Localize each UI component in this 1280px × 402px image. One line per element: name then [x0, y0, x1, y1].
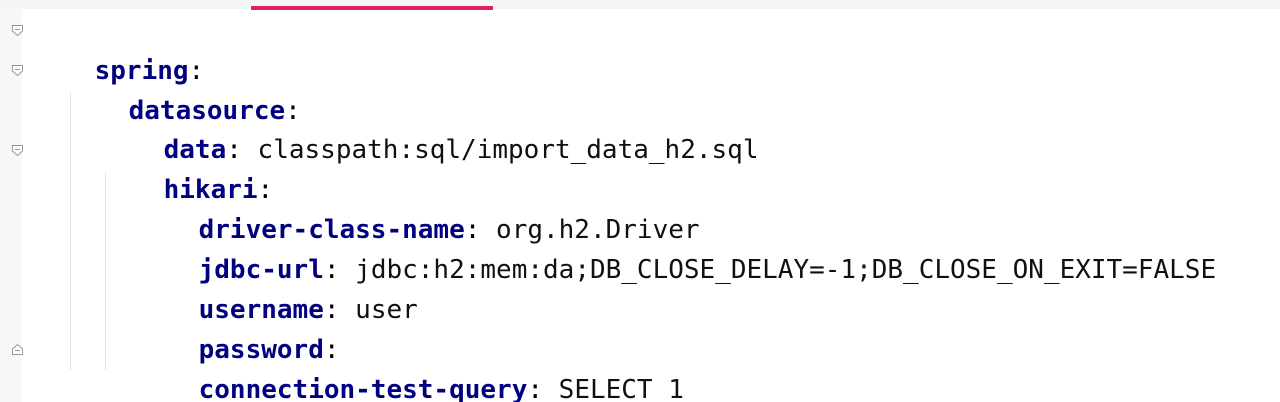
yaml-key: jdbc-url [198, 255, 324, 285]
yaml-value: SELECT 1 [543, 375, 684, 402]
code-line[interactable]: password: [136, 290, 340, 365]
code-line[interactable]: spring: [32, 11, 205, 86]
yaml-key: password [198, 335, 324, 365]
yaml-colon: : [285, 96, 301, 126]
yaml-colon: : [527, 375, 544, 402]
active-tab-indicator[interactable] [251, 6, 493, 10]
yaml-colon: : [464, 215, 481, 245]
yaml-value: jdbc:h2:mem:da;DB_CLOSE_DELAY=-1;DB_CLOS… [339, 255, 1217, 285]
fold-open-icon[interactable] [11, 64, 24, 77]
yaml-value: user [339, 295, 418, 325]
code-line[interactable]: hikari: [101, 130, 274, 205]
yaml-key: datasource [128, 96, 286, 126]
code-line[interactable]: jdbc-url: jdbc:h2:mem:da;DB_CLOSE_DELAY=… [136, 210, 1216, 285]
yaml-key: connection-test-query [198, 375, 528, 402]
code-line[interactable]: username: user [136, 250, 418, 325]
tab-bar-strip [0, 0, 1280, 9]
indent-guide [105, 172, 106, 370]
yaml-key: spring [94, 56, 189, 86]
fold-open-icon[interactable] [11, 24, 24, 37]
fold-open-icon[interactable] [11, 144, 24, 157]
code-line[interactable]: driver-class-name: org.h2.Driver [136, 170, 700, 245]
yaml-key: data [163, 135, 227, 165]
indent-guide [70, 92, 71, 370]
fold-end-icon[interactable] [11, 343, 24, 356]
yaml-value: classpath:sql/import_data_h2.sql [241, 135, 759, 165]
yaml-colon: : [226, 135, 242, 165]
yaml-value: org.h2.Driver [480, 215, 700, 245]
yaml-colon: : [188, 56, 205, 86]
yaml-key: hikari [163, 175, 258, 205]
code-line[interactable]: datasource: [66, 51, 301, 126]
yaml-colon: : [323, 255, 340, 285]
code-line[interactable]: data: classpath:sql/import_data_h2.sql [101, 90, 759, 165]
yaml-key: driver-class-name [198, 215, 465, 245]
yaml-colon: : [323, 335, 340, 365]
yaml-key: username [198, 295, 324, 325]
yaml-colon: : [323, 295, 340, 325]
yaml-colon: : [257, 175, 274, 205]
editor-gutter[interactable] [0, 9, 22, 402]
code-line[interactable]: connection-test-query: SELECT 1 [136, 330, 684, 402]
